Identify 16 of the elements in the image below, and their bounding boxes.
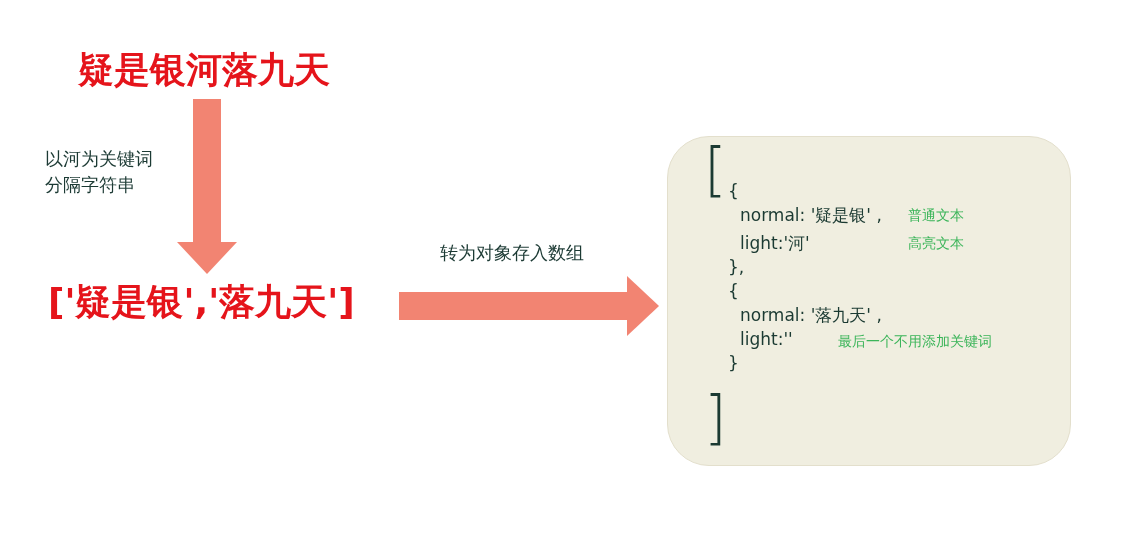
code-line: { bbox=[728, 281, 739, 302]
code-line: normal: '落九天' , bbox=[740, 305, 882, 326]
code-line: { bbox=[728, 181, 739, 202]
array-text: ['疑是银','落九天'] bbox=[48, 280, 355, 324]
code-bracket: [ bbox=[704, 141, 727, 199]
annotation-text: 最后一个不用添加关键词 bbox=[838, 333, 992, 350]
code-bracket: ] bbox=[704, 389, 727, 447]
annotation-text: 高亮文本 bbox=[908, 235, 964, 252]
annotation-text: 普通文本 bbox=[908, 207, 964, 224]
heading-text: 疑是银河落九天 bbox=[78, 48, 330, 92]
code-line: normal: '疑是银' , bbox=[740, 205, 882, 226]
code-line: light:'' bbox=[740, 329, 793, 350]
code-line: }, bbox=[728, 257, 745, 278]
code-line: } bbox=[728, 353, 739, 374]
code-card bbox=[667, 136, 1071, 466]
code-line: light:'河' bbox=[740, 233, 810, 254]
